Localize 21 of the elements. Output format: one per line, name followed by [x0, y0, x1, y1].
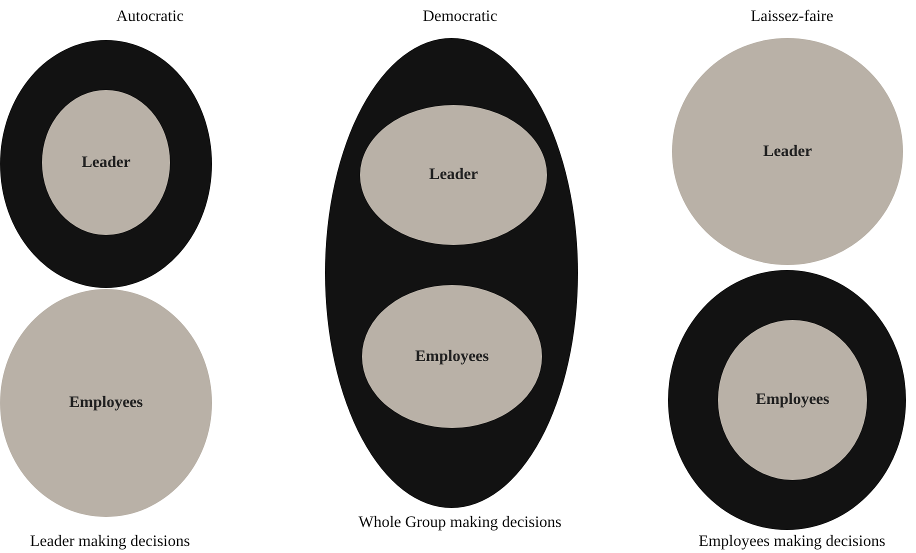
caption: Employees making decisions: [698, 533, 886, 551]
group-label: Employees: [756, 391, 830, 409]
group-label: Leader: [763, 142, 812, 160]
group-circle: [42, 90, 170, 235]
outer-ellipse: [0, 40, 212, 288]
group-circle: [0, 289, 212, 517]
group-circle: [360, 105, 547, 245]
outer-ellipse: [325, 38, 578, 508]
group-circle: [672, 38, 903, 265]
column-title: Democratic: [422, 8, 498, 26]
column-title: Laissez-faire: [750, 8, 834, 26]
column-title: Autocratic: [116, 8, 184, 26]
group-circle: [362, 285, 542, 428]
group-label: Leader: [429, 166, 478, 184]
caption: Leader making decisions: [30, 533, 190, 551]
group-label: Employees: [415, 348, 489, 366]
outer-ellipse: [668, 270, 906, 530]
group-label: Employees: [69, 394, 143, 412]
group-circle: [718, 320, 867, 480]
group-label: Leader: [82, 154, 130, 172]
caption: Whole Group making decisions: [358, 514, 562, 532]
